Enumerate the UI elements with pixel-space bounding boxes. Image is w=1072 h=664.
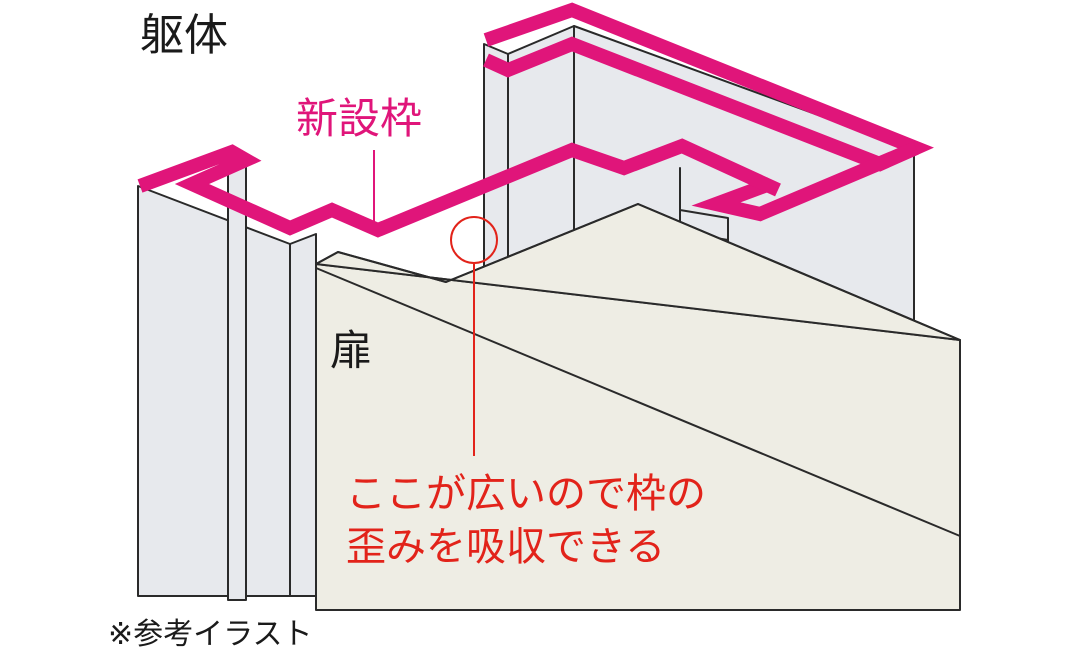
- gap-note-line-2: 歪みを吸収できる: [346, 523, 666, 570]
- gap-note: ここが広いので枠の 歪みを吸収できる: [346, 468, 706, 574]
- gap-highlight-circle: [450, 216, 498, 264]
- new-frame-profile-right: [691, 141, 919, 222]
- building-body-label: 躯体: [140, 10, 228, 61]
- frame-post-left: [227, 159, 247, 601]
- new-frame-profile-mid: [137, 138, 781, 238]
- door-diagonal-edge: [315, 267, 961, 537]
- new-frame-label: 新設枠: [296, 94, 423, 143]
- left-wall-side-face: [289, 233, 317, 597]
- gap-note-line-1: ここが広いので枠の: [346, 471, 706, 517]
- door-label: 扉: [330, 326, 373, 375]
- reference-illustration-note: ※参考イラスト: [108, 617, 313, 652]
- left-wall-front-face: [137, 185, 291, 597]
- door-top-edge: [315, 203, 961, 610]
